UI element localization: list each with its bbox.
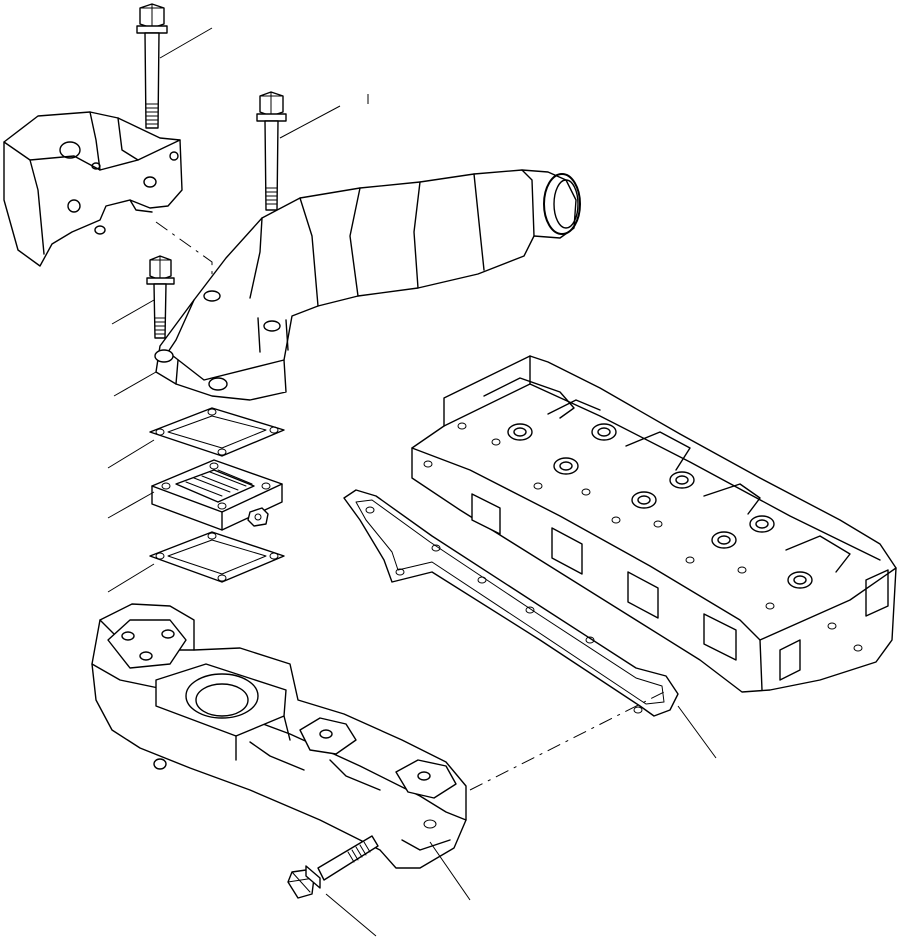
- leader-upper-bolt: [279, 105, 341, 139]
- alignment-line-manifold: [469, 689, 669, 791]
- leader-short-bolt: [111, 299, 155, 325]
- upper-bolt[interactable]: [256, 91, 287, 211]
- leader-intake-pipe: [113, 371, 157, 397]
- leader-lower-gasket: [107, 563, 155, 593]
- manifold-gasket[interactable]: [343, 489, 679, 717]
- intake-manifold[interactable]: [91, 603, 467, 869]
- intake-pipe[interactable]: [154, 169, 581, 401]
- leader-intake-manifold: [429, 841, 471, 901]
- cylinder-head[interactable]: [411, 355, 897, 693]
- lower-gasket[interactable]: [149, 531, 285, 583]
- leader-heater: [107, 491, 155, 519]
- leader-long-bolt: [159, 27, 213, 59]
- heater[interactable]: [151, 459, 283, 531]
- leader-upper-gasket: [107, 439, 155, 469]
- bracket[interactable]: [3, 111, 183, 267]
- upper-gasket[interactable]: [149, 407, 285, 457]
- short-bolt[interactable]: [146, 255, 175, 339]
- long-bolt[interactable]: [136, 3, 168, 129]
- leader-flange-bolt: [325, 893, 377, 937]
- leader-manifold-gasket: [677, 705, 717, 759]
- flange-bolt[interactable]: [287, 835, 379, 899]
